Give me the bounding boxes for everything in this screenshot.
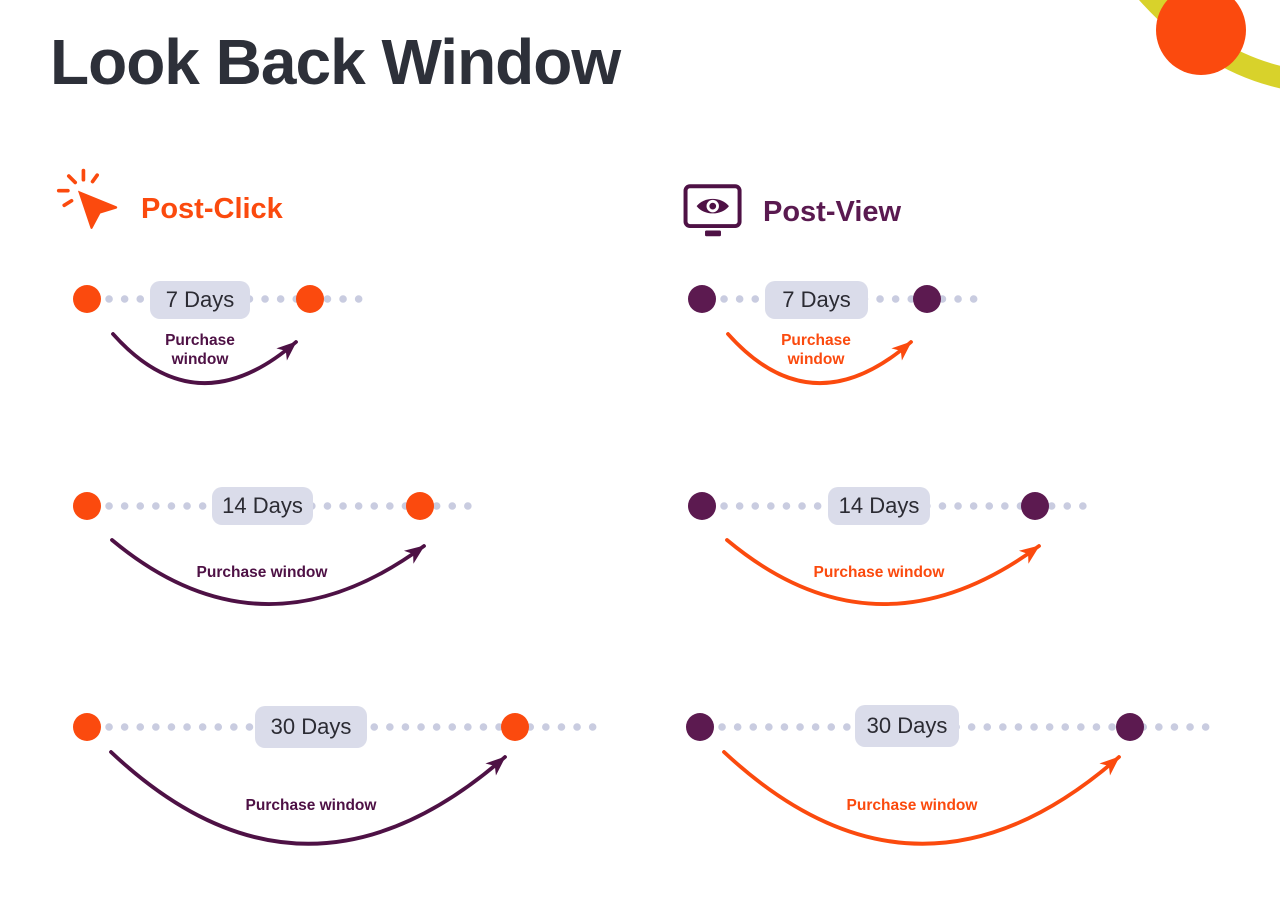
purchase-window-arrow <box>725 538 1041 606</box>
timeline-start-dot <box>73 492 101 520</box>
purchase-window-label: Purchase window <box>781 332 851 368</box>
column-header-post-click: Post-Click <box>141 193 283 225</box>
purchase-window-arrow <box>109 750 507 846</box>
window-pill-post-click-14-days: 14 Days <box>212 487 313 525</box>
window-pill-post-click-7-days: 7 Days <box>150 281 250 319</box>
timeline-start-dot <box>688 492 716 520</box>
purchase-window-arrow <box>722 750 1121 846</box>
timeline-end-dot <box>296 285 324 313</box>
timeline-end-dot <box>1116 713 1144 741</box>
timeline-end-dot <box>406 492 434 520</box>
timeline-post-click-30-days <box>73 713 597 846</box>
purchase-window-arrow <box>110 538 426 606</box>
corner-decoration <box>1139 0 1280 89</box>
timeline-end-dot <box>913 285 941 313</box>
page-title: Look Back Window <box>50 26 621 98</box>
cursor-click-icon <box>56 166 120 230</box>
window-pill-post-click-30-days: 30 Days <box>255 706 367 748</box>
purchase-window-label: Purchase window <box>245 797 377 814</box>
timeline-start-dot <box>73 713 101 741</box>
timeline-post-view-14-days <box>688 492 1099 606</box>
timeline-start-dot <box>73 285 101 313</box>
window-pill-post-view-14-days: 14 Days <box>828 487 930 525</box>
purchase-window-arrow <box>111 332 298 385</box>
purchase-window-arrow <box>726 332 913 385</box>
window-pill-post-view-30-days: 30 Days <box>855 705 959 747</box>
column-header-post-view: Post-View <box>763 196 902 228</box>
purchase-window-label: Purchase window <box>196 564 328 581</box>
window-pill-post-view-7-days: 7 Days <box>765 281 868 319</box>
timeline-start-dot <box>686 713 714 741</box>
monitor-eye-icon <box>682 182 744 240</box>
purchase-window-label: Purchase window <box>165 332 235 368</box>
orange-circle-decoration <box>1156 0 1246 75</box>
timeline-end-dot <box>1021 492 1049 520</box>
timeline-start-dot <box>688 285 716 313</box>
timeline-end-dot <box>501 713 529 741</box>
purchase-window-label: Purchase window <box>813 564 945 581</box>
purchase-window-label: Purchase window <box>846 797 978 814</box>
timeline-post-view-30-days <box>686 713 1214 846</box>
